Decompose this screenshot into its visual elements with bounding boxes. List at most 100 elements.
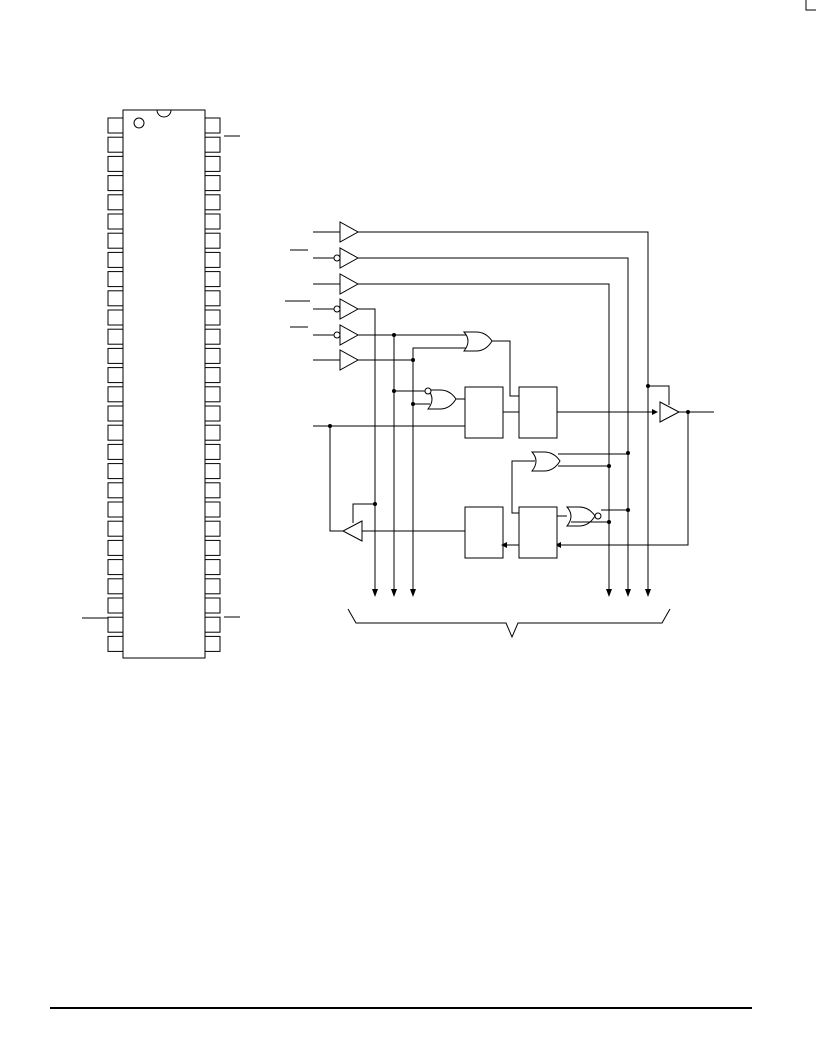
inversion-bubble	[424, 387, 432, 395]
bus-arrow-head	[410, 589, 416, 597]
pin-left	[107, 501, 124, 518]
nor-gate	[565, 506, 596, 527]
bus-arrow-head	[645, 589, 651, 597]
pin-left	[107, 520, 124, 537]
junction-dot	[411, 402, 415, 406]
pin-right	[204, 251, 221, 268]
arrow-head	[501, 542, 507, 548]
pin-left	[107, 309, 124, 326]
pin-left	[107, 405, 124, 422]
pin-left	[107, 155, 124, 172]
pin-right	[204, 520, 221, 537]
signal-line	[352, 503, 375, 523]
pin-left	[107, 616, 124, 633]
pin-right	[204, 463, 221, 480]
pin-left	[107, 367, 124, 384]
pin-left	[107, 386, 124, 403]
pin-right	[204, 271, 221, 288]
block-diagram	[285, 221, 714, 639]
bus-arrow-head	[606, 589, 612, 597]
pin1-marker	[133, 117, 145, 129]
junction-dot	[392, 333, 396, 337]
pin-right	[204, 501, 221, 518]
bus-arrows	[372, 589, 651, 597]
arrow-head	[652, 409, 658, 415]
pin-right	[204, 232, 221, 249]
pin-right	[204, 155, 221, 172]
register-block	[464, 386, 504, 439]
pin-left	[107, 194, 124, 211]
pin-right	[204, 117, 221, 134]
signal-line	[329, 426, 343, 532]
inversion-bubble	[333, 331, 341, 339]
bus-line	[358, 308, 376, 593]
signal-line	[511, 460, 535, 514]
inversion-bubble	[333, 305, 341, 313]
junction-dot	[411, 358, 415, 362]
input-buffer-3	[339, 273, 360, 295]
pin-right	[204, 367, 221, 384]
pin-right	[204, 424, 221, 441]
pin-left	[107, 251, 124, 268]
bus-arrow-head	[372, 589, 378, 597]
junction-dot	[607, 464, 611, 468]
input-buffer-6	[339, 349, 360, 371]
pin-left	[107, 328, 124, 345]
register-block	[518, 506, 558, 559]
pin-right	[204, 597, 221, 614]
pin-right	[204, 136, 221, 153]
feedback-buffer	[341, 520, 363, 542]
signal-line	[648, 385, 670, 405]
inversion-bubble	[594, 512, 602, 520]
pin-left	[107, 213, 124, 230]
pin-right	[204, 328, 221, 345]
pin-left	[107, 559, 124, 576]
bus-line	[358, 257, 629, 593]
junction-dot	[626, 451, 630, 455]
pin-right	[204, 194, 221, 211]
pin-right	[204, 635, 221, 652]
chip-pinout	[82, 109, 240, 659]
pin-left	[107, 578, 124, 595]
pin-left	[107, 443, 124, 460]
pin-left	[107, 290, 124, 307]
pin-right	[204, 405, 221, 422]
inversion-bubble	[333, 254, 341, 262]
pin-left	[107, 597, 124, 614]
pin-right	[204, 347, 221, 364]
input-buffer-4	[339, 298, 360, 320]
bus-line	[358, 231, 649, 593]
pin-left	[107, 136, 124, 153]
pin-left	[107, 482, 124, 499]
bus-line	[358, 283, 610, 593]
or-gate-inverted-input	[426, 389, 457, 410]
pin-right	[204, 539, 221, 556]
pin-left	[107, 424, 124, 441]
pin-right	[204, 482, 221, 499]
pin-right	[204, 559, 221, 576]
pin-left	[107, 635, 124, 652]
pin-right	[204, 386, 221, 403]
signal-line	[412, 347, 468, 360]
chip-body	[122, 109, 206, 659]
arrow-head	[555, 542, 561, 548]
page-corner-mark	[805, 0, 816, 11]
junction-dot	[373, 502, 377, 506]
bus-arrow-head	[625, 589, 631, 597]
left-pin-column	[107, 117, 124, 652]
register-block	[518, 386, 558, 439]
pin-right	[204, 213, 221, 230]
pin-left	[107, 347, 124, 364]
pin-left	[107, 117, 124, 134]
input-buffer-2	[339, 247, 360, 269]
output-buffer	[659, 401, 681, 423]
pin-right	[204, 616, 221, 633]
pin-right	[204, 578, 221, 595]
pin-right	[204, 175, 221, 192]
feedback-line	[557, 412, 689, 546]
bus-brace	[347, 608, 671, 639]
right-pin-column	[204, 117, 221, 652]
junction-dot	[626, 508, 630, 512]
bus-arrow-head	[391, 589, 397, 597]
